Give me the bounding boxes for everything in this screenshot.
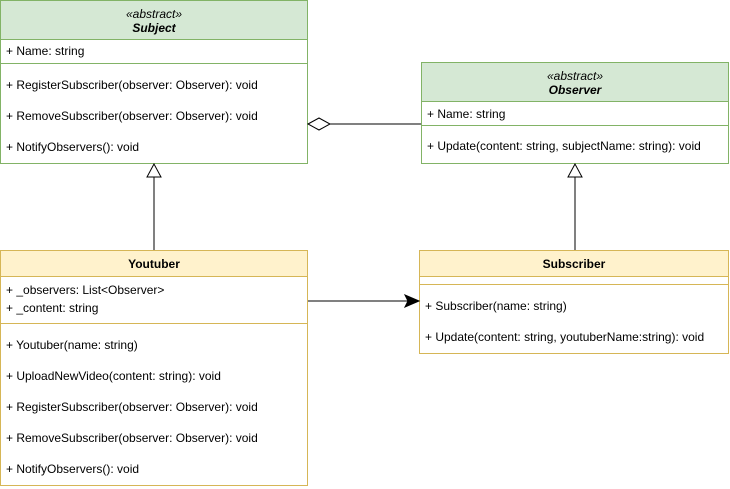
- aggregation-diamond-icon: [306, 117, 332, 131]
- class-subject-methods: + RegisterSubscriber(observer: Observer)…: [1, 64, 307, 163]
- inheritance-edge-youtuber: [146, 162, 162, 250]
- class-subscriber-methods: + Subscriber(name: string) + Update(cont…: [420, 285, 728, 353]
- method: + UploadNewVideo(content: string): void: [6, 369, 221, 383]
- method: + Youtuber(name: string): [6, 338, 138, 352]
- association-edge: [308, 294, 421, 308]
- class-subject-header: «abstract» Subject: [1, 1, 307, 40]
- method: + Subscriber(name: string): [425, 299, 567, 313]
- attribute: + _content: string: [6, 301, 99, 315]
- class-subject-attributes: + Name: string: [1, 40, 307, 64]
- class-youtuber-attributes: + _observers: List<Observer> + _content:…: [1, 277, 307, 324]
- method: + RegisterSubscriber(observer: Observer)…: [6, 400, 258, 414]
- method: + Update(content: string, youtuberName:s…: [425, 330, 705, 344]
- class-subject-name: Subject: [132, 21, 176, 35]
- class-youtuber-name: Youtuber: [128, 257, 180, 271]
- class-observer-attributes: + Name: string: [422, 102, 728, 126]
- class-subscriber-attributes: [420, 277, 728, 285]
- class-observer-stereotype: «abstract»: [546, 69, 604, 83]
- arrowhead-icon: [403, 294, 421, 308]
- class-subscriber-name: Subscriber: [542, 257, 606, 271]
- inheritance-arrow-icon: [567, 162, 583, 178]
- class-observer-header: «abstract» Observer: [422, 63, 728, 102]
- class-subject-stereotype: «abstract»: [125, 7, 183, 21]
- class-youtuber-methods: + Youtuber(name: string) + UploadNewVide…: [1, 324, 307, 485]
- method: + NotifyObservers(): void: [6, 462, 140, 476]
- attribute: + _observers: List<Observer>: [6, 283, 165, 297]
- attribute: + Name: string: [6, 44, 85, 58]
- class-subscriber[interactable]: Subscriber + Subscriber(name: string) + …: [419, 250, 729, 354]
- method: + NotifyObservers(): void: [6, 140, 140, 154]
- class-youtuber-header: Youtuber: [1, 251, 307, 277]
- class-observer-methods: + Update(content: string, subjectName: s…: [422, 126, 728, 163]
- method: + RemoveSubscriber(observer: Observer): …: [6, 109, 258, 123]
- class-youtuber[interactable]: Youtuber + _observers: List<Observer> + …: [0, 250, 308, 486]
- method: + Update(content: string, subjectName: s…: [427, 139, 701, 153]
- method: + RegisterSubscriber(observer: Observer)…: [6, 78, 258, 92]
- attribute: + Name: string: [427, 107, 506, 121]
- inheritance-arrow-icon: [146, 162, 162, 178]
- inheritance-edge-subscriber: [567, 162, 583, 250]
- class-subject[interactable]: «abstract» Subject + Name: string + Regi…: [0, 0, 308, 164]
- class-observer-name: Observer: [548, 83, 602, 97]
- method: + RemoveSubscriber(observer: Observer): …: [6, 431, 258, 445]
- aggregation-edge: [306, 117, 421, 131]
- class-subscriber-header: Subscriber: [420, 251, 728, 277]
